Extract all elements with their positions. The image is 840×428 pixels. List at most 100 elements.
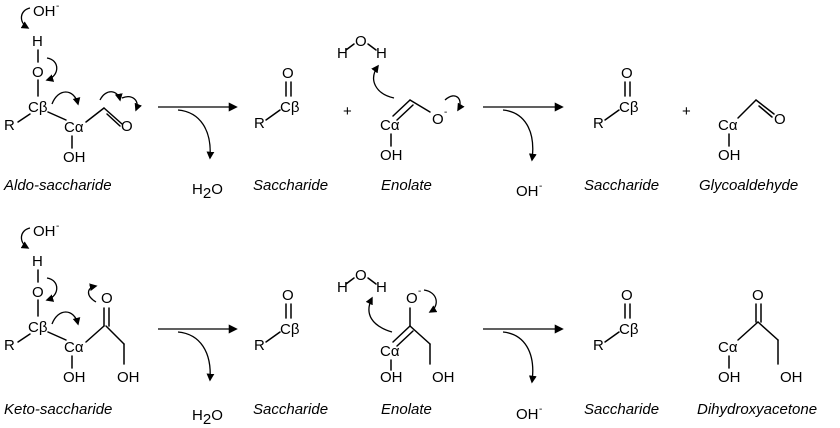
r-atom: R [4,337,15,354]
ca-c-double-bond [396,330,414,347]
curly-arrow [20,7,31,29]
cb-atom: Cβ [28,99,48,116]
caption-dihydroxyacetone: Dihydroxyacetone [697,401,817,418]
charge-label: - [418,286,421,297]
r-cb-bond [604,109,620,121]
ca-c-bond [85,107,105,123]
charge-label: - [56,221,59,232]
o-atom: O [32,64,44,81]
o-h-bond [367,43,377,51]
o-atom: O [621,65,633,82]
cb-atom: Cβ [280,321,300,338]
r-cb-bond [265,331,281,343]
row2-dihydroxyacetone: O Cα OH OH Dihydroxyacetone [697,287,817,418]
h-atom: H [337,45,348,62]
ca-atom: Cα [718,339,738,356]
row1-glycoaldehyde: Cα O OH Glycoaldehyde [699,99,798,194]
oh-group: OH [380,147,403,164]
caption-saccharide: Saccharide [584,177,659,194]
ca-atom: Cα [64,339,84,356]
cb-atom: Cβ [280,99,300,116]
oh-group: OH [63,149,86,166]
charge-label: - [539,404,542,415]
reaction-arrow-3: H2O [158,324,238,428]
plus-sign: + [343,103,352,120]
curly-arrow [423,289,438,313]
ca-atom: Cα [64,119,84,136]
row1-saccharide: O Cβ R Saccharide [253,65,328,194]
c-o-double-bond [106,113,121,127]
row2-enolate: H O H Cα O - OH OH Enolate [337,267,455,418]
reaction-arrow-4: OH - [483,324,564,423]
caption-saccharide: Saccharide [253,401,328,418]
curly-arrow [20,227,31,249]
o-atom: O [355,267,367,284]
h-atom: H [32,253,43,270]
caption-glycoaldehyde: Glycoaldehyde [699,177,798,194]
charge-label: - [56,1,59,12]
hydroxide-label: OH [516,406,539,423]
ca-c-bond [737,321,759,341]
cb-ca-bond [47,331,67,341]
h-atom: H [32,33,43,50]
ca-atom: Cα [718,117,738,134]
o-atom: O [355,33,367,50]
cb-atom: Cβ [619,321,639,338]
oh-group: OH [380,369,403,386]
o-atom: O [774,111,786,128]
h-atom: H [376,279,387,296]
oh-group: OH [718,147,741,164]
c-o-bond [409,99,431,113]
r-cb-bond [17,113,31,123]
caption-saccharide: Saccharide [253,177,328,194]
charge-label: - [444,107,447,118]
cb-ca-bond [47,111,67,121]
ca-atom: Cα [380,117,400,134]
o-minus-atom: O [432,111,444,128]
curly-arrow [51,311,81,326]
reaction-arrow-2: OH - [483,102,564,200]
caption-aldo-saccharide: Aldo-saccharide [3,177,112,194]
r-atom: R [593,337,604,354]
curly-arrow [99,91,123,102]
ca-c-double-bond [396,104,414,121]
o-atom: O [32,284,44,301]
ca-c-double-bond [392,99,411,117]
caption-enolate: Enolate [381,177,432,194]
r-cb-bond [17,333,31,343]
h-atom: H [376,45,387,62]
cb-atom: Cβ [619,99,639,116]
c-ch2-bond [757,321,779,341]
o-h-bond [367,277,377,285]
r-atom: R [4,117,15,134]
curly-arrow [365,296,393,333]
caption-keto-saccharide: Keto-saccharide [4,401,112,418]
oh-group: OH [117,369,140,386]
hydroxide-label: OH [516,183,539,200]
oh-group: OH [432,369,455,386]
row1-saccharide-2: O Cβ R Saccharide [584,65,659,194]
row2-keto-saccharide: OH - H O Cβ R Cα OH O OH Keto-saccharide [4,221,140,418]
c-o-double-bond [103,107,123,125]
curly-arrow [121,96,142,112]
caption-enolate: Enolate [381,401,432,418]
water-label: H2O [192,407,223,428]
o-atom: O [101,290,113,307]
curly-arrow [87,283,98,303]
h-atom: H [337,279,348,296]
hydroxide-label: OH [33,3,56,20]
row1-enolate: H O H Cα O - OH Enolate [337,33,465,194]
o-atom: O [752,287,764,304]
c-ch2-bond [409,325,431,345]
o-atom: O [121,118,133,135]
h-o-bond [345,277,355,285]
oh-group: OH [780,369,803,386]
curly-arrow [51,91,81,106]
o-minus-atom: O [406,290,418,307]
hydroxide-label: OH [33,223,56,240]
plus-sign: + [682,103,691,120]
ca-c-double-bond [392,325,411,343]
oh-group: OH [718,369,741,386]
caption-saccharide: Saccharide [584,401,659,418]
